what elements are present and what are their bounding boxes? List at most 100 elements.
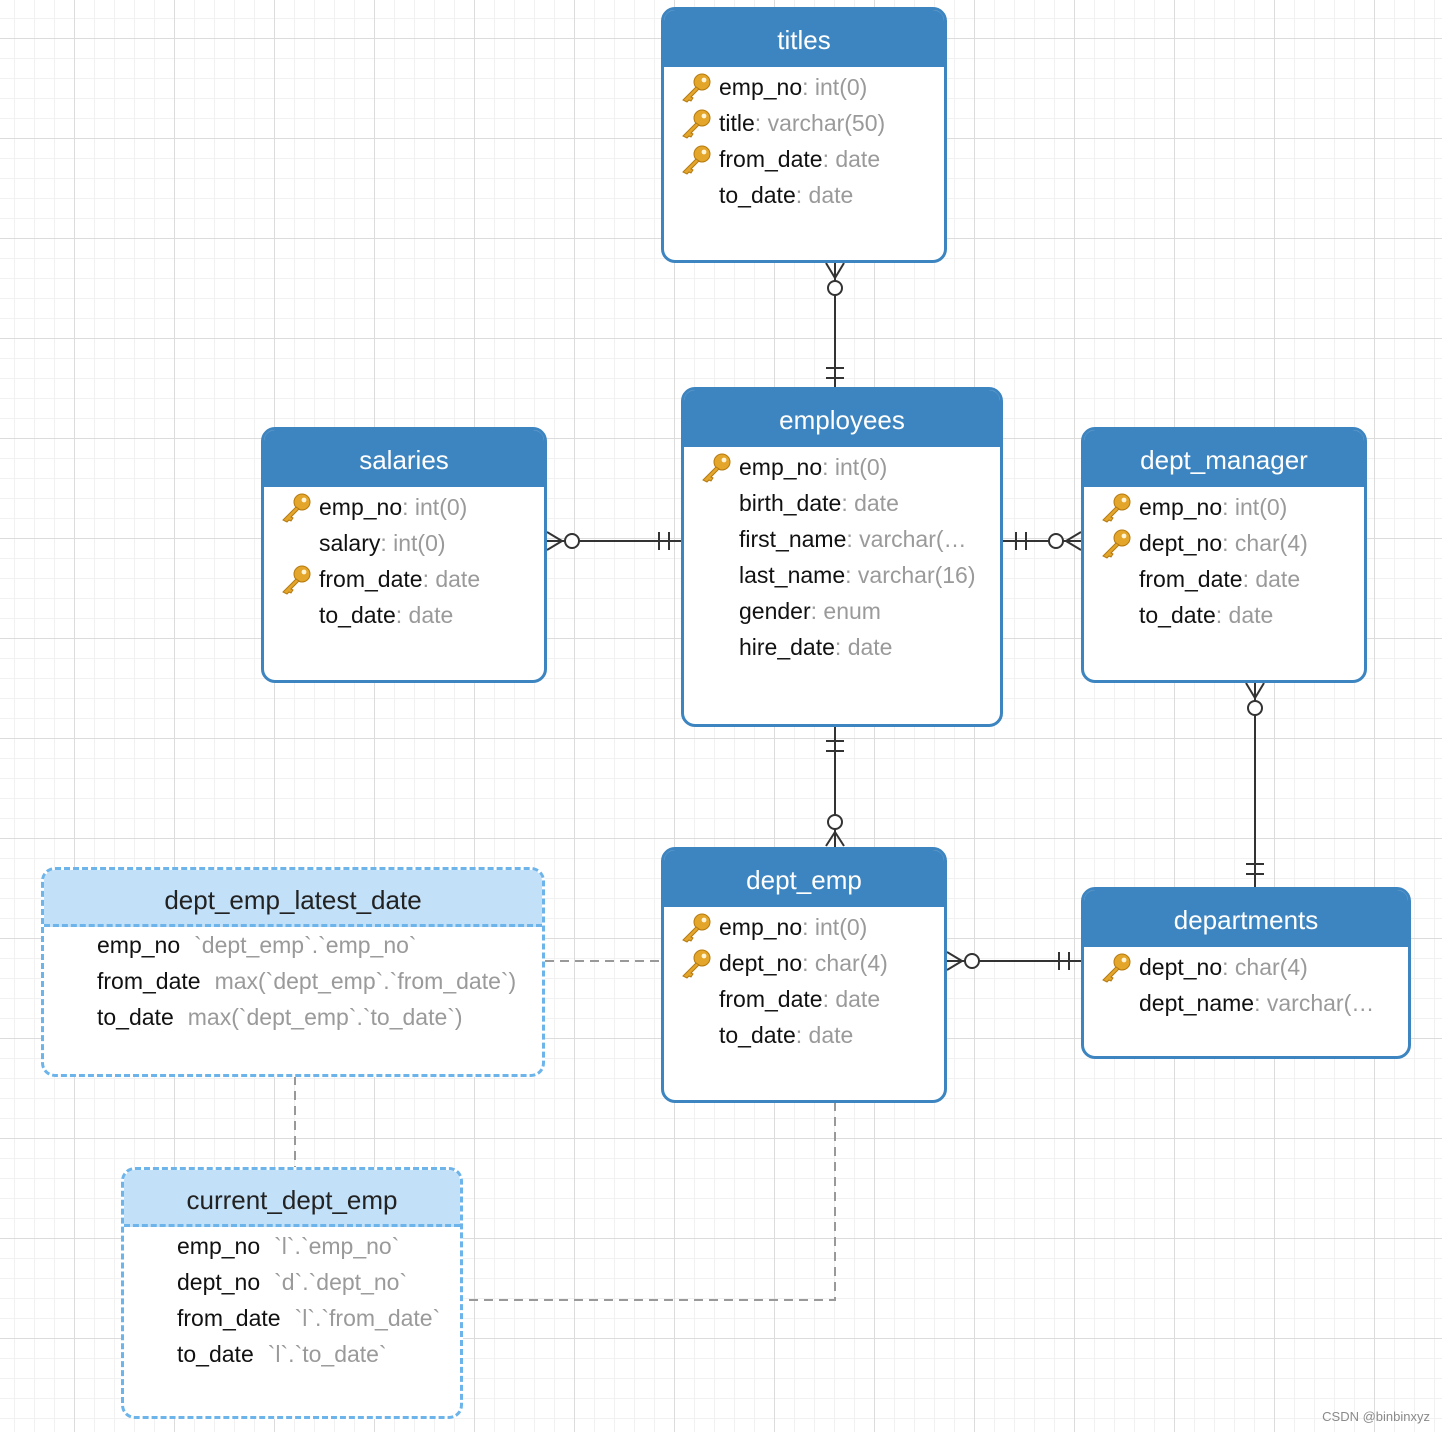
column-type: int(0)	[1234, 494, 1288, 520]
column-separator: :	[395, 602, 409, 628]
column-name: emp_no	[719, 74, 803, 100]
column-separator: :	[402, 494, 415, 520]
table-header: dept_emp	[664, 850, 944, 907]
column-row-last-name[interactable]: last_name: varchar(16)	[684, 557, 1000, 593]
column-row-hire-date[interactable]: hire_date: date	[684, 629, 1000, 665]
column-type: int(0)	[834, 454, 888, 480]
edge-departments-dept-manager	[1245, 682, 1265, 887]
column-type: date	[408, 602, 454, 628]
column-row-dept-no[interactable]: dept_no: char(4)	[1084, 949, 1408, 985]
column-separator: :	[1242, 566, 1256, 592]
column-type: date	[835, 986, 881, 1012]
column-separator: :	[380, 530, 394, 556]
column-type: date	[808, 182, 854, 208]
table-header: titles	[664, 10, 944, 67]
table-employees[interactable]: employees emp_no: int(0)birth_date: date…	[681, 387, 1003, 727]
column-row-to-date[interactable]: to_date: date	[664, 177, 944, 213]
column-list: emp_no: int(0)salary: int(0)from_date: d…	[264, 487, 544, 633]
column-row-from-date[interactable]: from_date: date	[1084, 561, 1364, 597]
column-row-dept-no[interactable]: dept_no: char(4)	[1084, 525, 1364, 561]
column-separator: :	[754, 110, 768, 136]
key-icon	[680, 145, 712, 175]
column-type: date	[808, 1022, 854, 1048]
view-header: current_dept_emp	[124, 1170, 460, 1227]
view-column-row-from-date[interactable]: from_date max(`dept_emp`.`from_date`)	[44, 963, 542, 999]
column-separator: :	[1222, 530, 1235, 556]
column-row-gender[interactable]: gender: enum	[684, 593, 1000, 629]
column-name: dept_name	[1139, 990, 1255, 1016]
table-dept-emp[interactable]: dept_emp emp_no: int(0)dept_no: char(4)f…	[661, 847, 947, 1103]
column-row-from-date[interactable]: from_date: date	[264, 561, 544, 597]
column-type: varchar(…	[1266, 990, 1375, 1016]
column-name: first_name	[739, 526, 847, 552]
column-expression: max(`dept_emp`.`from_date`)	[214, 968, 517, 994]
column-type: varchar(…	[859, 526, 967, 552]
column-row-from-date[interactable]: from_date: date	[664, 141, 944, 177]
column-row-emp-no[interactable]: emp_no: int(0)	[664, 69, 944, 105]
column-row-emp-no[interactable]: emp_no: int(0)	[1084, 489, 1364, 525]
column-row-dept-no[interactable]: dept_no: char(4)	[664, 945, 944, 981]
watermark: CSDN @binbinxyz	[1322, 1409, 1430, 1424]
table-salaries[interactable]: salaries emp_no: int(0)salary: int(0)fro…	[261, 427, 547, 683]
edge-employees-titles	[825, 262, 845, 387]
column-name: to_date	[719, 1022, 796, 1048]
key-icon	[1100, 493, 1132, 523]
column-separator: :	[845, 562, 858, 588]
column-separator: :	[810, 598, 824, 624]
column-row-from-date[interactable]: from_date: date	[664, 981, 944, 1017]
column-row-dept-name[interactable]: dept_name: varchar(…	[1084, 985, 1408, 1021]
column-type: varchar(50)	[767, 110, 886, 136]
column-name: from_date	[97, 968, 201, 994]
column-separator: :	[822, 146, 836, 172]
column-name: to_date	[97, 1004, 174, 1030]
column-expression: `l`.`emp_no`	[274, 1233, 400, 1259]
column-separator: :	[802, 914, 815, 940]
column-type: int(0)	[814, 914, 868, 940]
key-icon	[280, 565, 312, 595]
edge-employees-dept-manager	[1001, 531, 1082, 551]
table-header: dept_manager	[1084, 430, 1364, 487]
column-name: hire_date	[739, 634, 835, 660]
column-separator: :	[822, 986, 836, 1012]
column-list: emp_no`dept_emp`.`emp_no` from_date max(`d…	[44, 927, 542, 1035]
column-list: dept_no: char(4)dept_name: varchar(…	[1084, 947, 1408, 1021]
view-column-row-emp-no[interactable]: emp_no `l`.`emp_no`	[124, 1228, 460, 1264]
column-type: date	[847, 634, 893, 660]
column-type: varchar(16)	[857, 562, 976, 588]
table-dept-manager[interactable]: dept_manager emp_no: int(0)dept_no: char…	[1081, 427, 1367, 683]
column-row-emp-no[interactable]: emp_no: int(0)	[664, 909, 944, 945]
view-dept-emp-latest-date[interactable]: dept_emp_latest_date emp_no`dept_emp`.`e…	[41, 867, 545, 1077]
column-name: emp_no	[1139, 494, 1223, 520]
column-row-first-name[interactable]: first_name: varchar(…	[684, 521, 1000, 557]
column-name: to_date	[719, 182, 796, 208]
column-row-emp-no[interactable]: emp_no: int(0)	[264, 489, 544, 525]
column-name: emp_no	[177, 1233, 261, 1259]
column-name: emp_no	[97, 932, 181, 958]
table-titles[interactable]: titles emp_no: int(0)title: varchar(50)f…	[661, 7, 947, 263]
column-type: char(4)	[1234, 954, 1308, 980]
column-type: char(4)	[814, 950, 888, 976]
table-departments[interactable]: departments dept_no: char(4)dept_name: v…	[1081, 887, 1411, 1059]
view-column-row-from-date[interactable]: from_date`l`.`from_date`	[124, 1300, 460, 1336]
column-name: dept_no	[177, 1269, 261, 1295]
column-name: dept_no	[1139, 954, 1223, 980]
view-current-dept-emp[interactable]: current_dept_emp emp_no `l`.`emp_no` dept_…	[121, 1167, 463, 1419]
column-row-to-date[interactable]: to_date: date	[264, 597, 544, 633]
column-row-to-date[interactable]: to_date: date	[664, 1017, 944, 1053]
view-column-row-to-date[interactable]: to_date`l`.`to_date`	[124, 1336, 460, 1372]
view-column-row-dept-no[interactable]: dept_no`d`.`dept_no`	[124, 1264, 460, 1300]
edge-departments-dept-emp	[946, 951, 1082, 971]
column-row-to-date[interactable]: to_date: date	[1084, 597, 1364, 633]
column-separator: :	[795, 182, 809, 208]
column-name: from_date	[719, 986, 823, 1012]
key-icon	[680, 109, 712, 139]
column-row-emp-no[interactable]: emp_no: int(0)	[684, 449, 1000, 485]
column-row-salary[interactable]: salary: int(0)	[264, 525, 544, 561]
view-column-row-emp-no[interactable]: emp_no`dept_emp`.`emp_no`	[44, 927, 542, 963]
column-row-birth-date[interactable]: birth_date: date	[684, 485, 1000, 521]
column-separator: :	[834, 634, 848, 660]
column-row-title[interactable]: title: varchar(50)	[664, 105, 944, 141]
